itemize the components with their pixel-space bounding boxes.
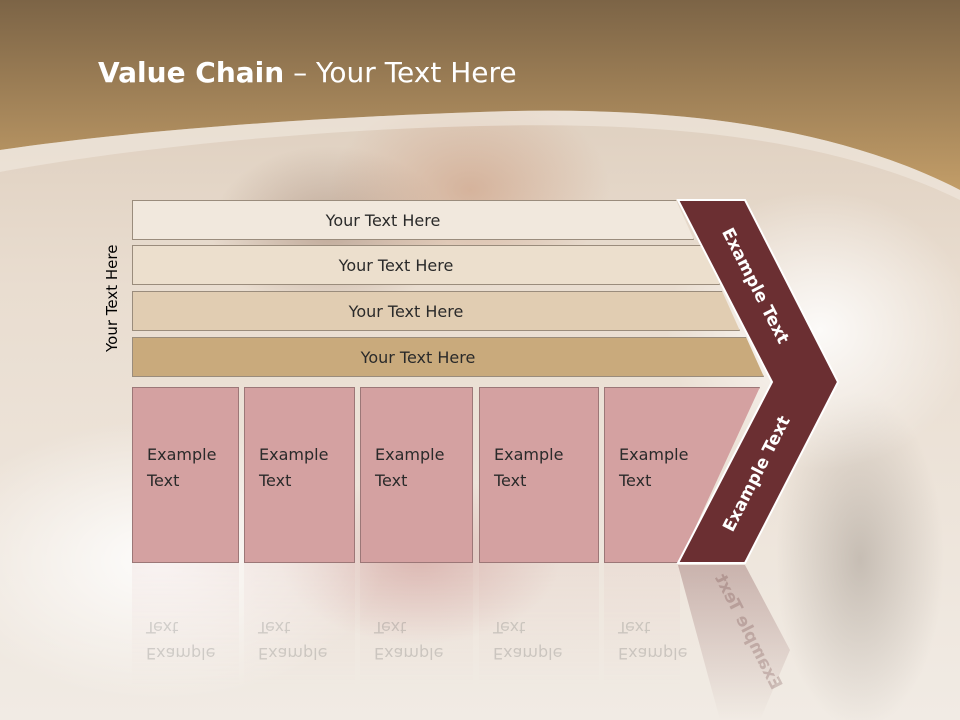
example-box-2: Example Text	[244, 387, 355, 563]
header-band	[0, 0, 960, 200]
example-box-4: Example Text	[479, 387, 599, 563]
value-bar-1: Your Text Here	[132, 200, 694, 240]
example-box-1: Example Text	[132, 387, 239, 563]
example-box-line1: Example	[147, 445, 217, 464]
chevron-reflection	[678, 565, 790, 720]
value-bar-2: Your Text Here	[132, 245, 720, 285]
chevron-shape	[676, 199, 840, 564]
example-box-line2: Text	[619, 471, 652, 490]
example-box-line1: Example	[259, 445, 329, 464]
example-box-line2: Text	[494, 471, 527, 490]
value-bar-4: Your Text Here	[132, 337, 764, 377]
example-box-line1: Example	[619, 445, 689, 464]
example-box-3: Example Text	[360, 387, 473, 563]
value-bar-label: Your Text Here	[338, 255, 454, 275]
value-bar-label: Your Text Here	[325, 210, 441, 230]
example-box-line2: Text	[147, 471, 180, 490]
value-bar-3: Your Text Here	[132, 291, 740, 331]
example-box-line2: Text	[375, 471, 408, 490]
value-bar-label: Your Text Here	[348, 301, 464, 321]
title-bold: Value Chain	[98, 56, 285, 89]
example-box-line1: Example	[375, 445, 445, 464]
page-title: Value Chain – Your Text Here	[98, 56, 517, 89]
example-box-line2: Text	[259, 471, 292, 490]
example-box-line1: Example	[494, 445, 564, 464]
title-rest: – Your Text Here	[284, 56, 517, 89]
value-bar-label: Your Text Here	[360, 347, 476, 367]
